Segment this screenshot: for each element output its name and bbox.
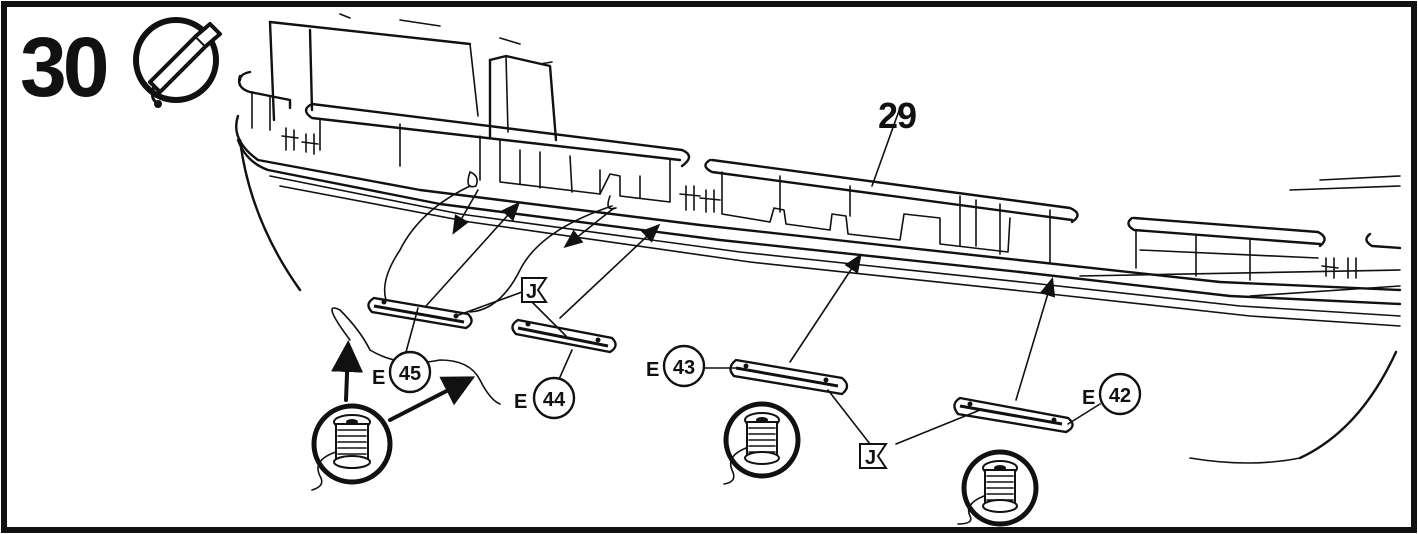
part-29-bulwark	[704, 107, 1079, 263]
arrow-e42	[1015, 276, 1056, 401]
part-e44-callout: E 44	[514, 376, 576, 420]
arrow-spool-up	[331, 340, 364, 402]
part-e44-dowel	[511, 318, 617, 354]
part-e45-dowel	[367, 296, 473, 330]
part-letter: E	[514, 391, 527, 413]
part-number: 45	[399, 363, 421, 385]
leader-lines	[405, 291, 1101, 445]
arrow-thread-2	[563, 207, 615, 248]
arrow-spool-right	[388, 376, 476, 422]
part-letter: E	[1082, 387, 1095, 409]
glue-tube-icon	[133, 17, 222, 108]
part-e43-dowel	[729, 358, 849, 396]
part-number: 43	[673, 357, 695, 379]
part-j-label: J	[865, 447, 876, 469]
arrow-e45	[425, 201, 521, 307]
part-j-label: J	[526, 281, 537, 303]
part-e42-callout: E 42	[1082, 372, 1142, 416]
part-letter: E	[372, 367, 385, 389]
part-number: 42	[1109, 385, 1131, 407]
thread-spool-icon	[957, 449, 1039, 527]
front-railing	[237, 70, 721, 213]
part-j-flag-icon: J	[521, 277, 548, 303]
thread-spool-icon	[723, 401, 801, 485]
part-j-flag-icon: J	[859, 443, 888, 469]
part-29-label: 29	[878, 95, 916, 136]
ship-hull	[235, 114, 1402, 464]
thread-spool-icon	[311, 403, 393, 491]
part-e45-callout: E 45	[372, 350, 432, 394]
aft-railing	[1127, 216, 1402, 281]
part-number: 44	[543, 389, 566, 411]
assembly-arrows	[331, 189, 1056, 422]
part-e43-callout: E 43	[646, 344, 706, 388]
arrow-thread-1	[452, 189, 479, 235]
part-letter: E	[646, 359, 659, 381]
step-number: 30	[20, 20, 107, 114]
arrow-e43	[789, 253, 862, 363]
arrow-e44	[559, 223, 661, 319]
